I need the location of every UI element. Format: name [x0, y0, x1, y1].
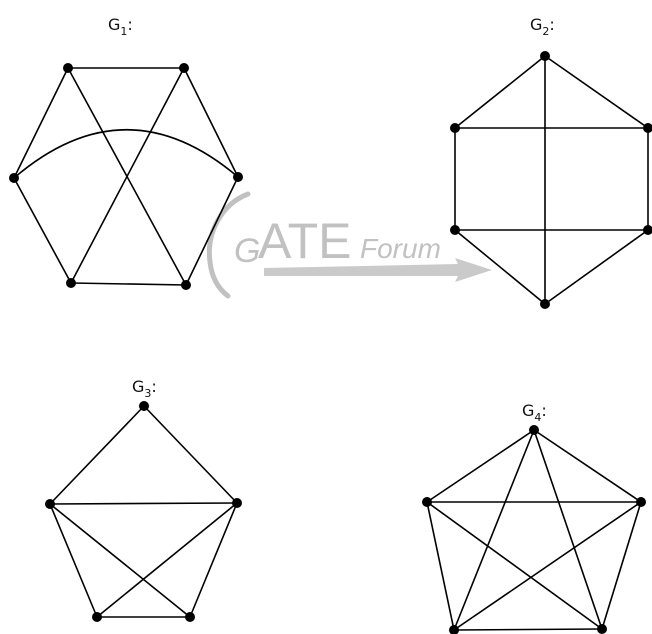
edge	[454, 229, 546, 305]
edge	[185, 176, 239, 286]
edge	[183, 67, 239, 178]
graph-colon-g4: :	[541, 401, 546, 420]
edge	[453, 501, 642, 631]
vertex	[233, 172, 243, 182]
graph-colon-g3: :	[151, 377, 156, 396]
vertex	[66, 278, 76, 288]
graph-subscript-g2: 2	[542, 25, 549, 38]
graph-colon-g1: :	[127, 15, 132, 34]
vertex	[45, 499, 55, 509]
vertex	[636, 497, 646, 507]
vertex	[179, 63, 189, 73]
vertex	[450, 225, 460, 235]
graph-letter-g2: G	[530, 15, 542, 34]
edge	[426, 429, 535, 503]
edge	[49, 502, 238, 505]
vertex	[92, 612, 102, 622]
graph-g3: G3:	[45, 377, 242, 622]
graph-colon-g2: :	[549, 15, 554, 34]
gate-forum-watermark: G ATE Forum	[206, 191, 492, 299]
graph-letter-g3: G	[132, 377, 144, 396]
edge	[96, 502, 238, 618]
vertex	[449, 625, 459, 634]
edge	[70, 282, 187, 286]
graph-letter-g4: G	[522, 401, 534, 420]
edge	[533, 429, 603, 630]
graph-subscript-g4: 4	[534, 411, 541, 424]
graph-letter-g1: G	[108, 15, 120, 34]
vertex	[597, 624, 607, 634]
edge	[453, 429, 535, 631]
watermark-main-text: ATE	[258, 213, 352, 269]
vertex	[450, 123, 460, 133]
vertex	[232, 498, 242, 508]
edge	[13, 67, 69, 179]
vertex	[181, 280, 191, 290]
graph-subscript-g1: 1	[120, 25, 127, 38]
edge	[13, 177, 72, 284]
edge	[13, 129, 239, 179]
graph-g4: G4:	[422, 401, 646, 634]
graph-label-g1: G1:	[108, 15, 133, 38]
graph-label-g2: G2:	[530, 15, 555, 38]
graph-g1: G1:	[9, 15, 243, 290]
vertex	[643, 225, 652, 235]
vertex	[139, 401, 149, 411]
vertex	[540, 299, 550, 309]
vertex	[185, 612, 195, 622]
edge	[426, 501, 455, 631]
edge	[544, 55, 649, 129]
edge	[143, 405, 238, 504]
vertex	[529, 425, 539, 435]
edge	[49, 503, 191, 618]
edge	[544, 229, 649, 305]
edge	[426, 501, 603, 630]
graph-label-g4: G4:	[522, 401, 547, 424]
graph-g2: G2:	[450, 15, 652, 309]
graph-subscript-g3: 3	[144, 387, 151, 400]
edge	[189, 502, 238, 618]
vertex	[540, 51, 550, 61]
watermark-g-letter: G	[234, 232, 260, 270]
vertex	[63, 63, 73, 73]
edge	[49, 503, 98, 618]
edge	[70, 67, 185, 284]
edge	[454, 55, 546, 129]
edge	[453, 628, 603, 631]
edge	[601, 501, 642, 630]
vertex	[643, 123, 652, 133]
watermark-arrow	[264, 258, 492, 282]
edge	[49, 405, 145, 505]
graph-label-g3: G3:	[132, 377, 157, 400]
vertex	[422, 497, 432, 507]
vertex	[9, 173, 19, 183]
edge	[533, 429, 642, 503]
watermark-g-swoosh	[206, 191, 251, 299]
watermark-sub-text: Forum	[360, 233, 441, 264]
